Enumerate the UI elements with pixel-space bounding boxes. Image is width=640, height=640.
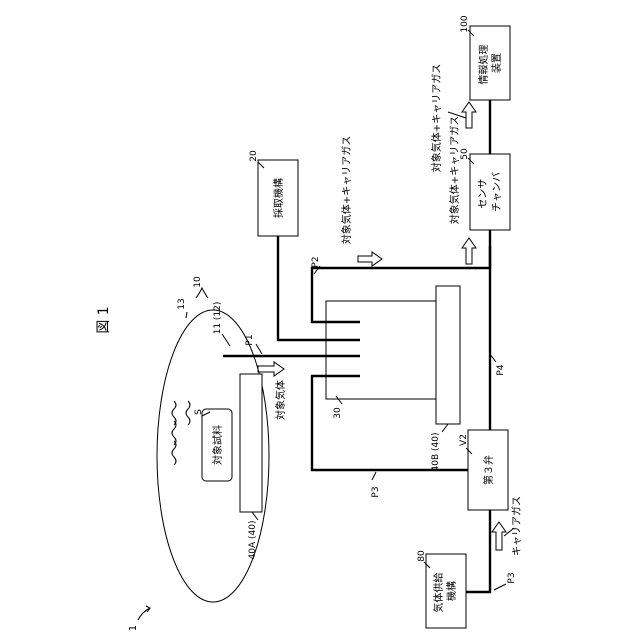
ref-40b-leader (442, 424, 448, 432)
pipe-collector (278, 236, 360, 340)
flow-arrow-carrier (492, 522, 506, 550)
valve-label: 第３弁 (482, 455, 495, 485)
info-processor-line2: 装置 (490, 53, 503, 73)
gas-top-label: 対象気体+キャリアガス (448, 116, 461, 224)
sample-label: 対象試料 (211, 425, 224, 465)
pipe-p3-lower (466, 510, 490, 592)
ref-p3b-leader (494, 584, 506, 590)
sensor-line1: センサ (477, 179, 489, 209)
ref-13-leader (186, 312, 187, 318)
ref-p4: P4 (496, 364, 506, 375)
info-processor-box (470, 26, 510, 100)
sample-ref: S (194, 409, 204, 415)
sensor-line2: チャンバ (491, 172, 503, 212)
carrier-gas-label: キャリアガス (511, 496, 523, 556)
ref-p3a-leader (372, 472, 376, 480)
heater-40a (240, 374, 262, 512)
ref-10: 10 (193, 276, 203, 288)
ref-p3a: P3 (371, 486, 381, 497)
gas-mid-label: 対象気体+キャリアガス (340, 136, 353, 244)
flow-arrow-mid (358, 252, 382, 266)
ref-30: 30 (333, 407, 343, 419)
collection-chamber (326, 301, 436, 399)
heater-40b (436, 286, 460, 424)
info-processor-line1: 情報処理 (477, 45, 490, 85)
ref-40b: 40B (40) (431, 433, 441, 472)
figure-title: 図 1 (96, 306, 112, 333)
collection-mechanism-label: 採取機構 (272, 178, 285, 218)
ref-11-leader (222, 334, 230, 346)
gas-right-label: 対象気体+キャリアガス (430, 64, 443, 172)
flow-arrow-sensor (462, 238, 476, 264)
ref-p1: P1 (245, 334, 255, 345)
ref-p1-leader (256, 344, 262, 354)
pipe-p2 (312, 230, 490, 322)
ref-40a: 40A (40) (248, 521, 258, 560)
supply-line1: 気体供給 (432, 573, 445, 613)
ref-40a-leader (252, 512, 258, 520)
ref-13: 13 (177, 298, 187, 309)
ref-20: 20 (249, 150, 259, 162)
flow-arrow-info (462, 102, 476, 128)
ref-30-leader (336, 396, 342, 404)
odor-wave-4 (186, 401, 190, 425)
target-gas-label: 対象気体 (274, 380, 287, 420)
ref-11: 11 (12) (213, 302, 223, 335)
gas-supply-box (426, 554, 466, 628)
ref-10-bracket (196, 288, 208, 298)
ref-80: 80 (417, 550, 427, 562)
ref-v2: V2 (459, 434, 469, 446)
figure-ref: 1 (128, 625, 139, 631)
ref-p3b: P3 (507, 572, 517, 583)
supply-line2: 機構 (445, 581, 458, 601)
sensor-chamber-box (470, 154, 510, 230)
